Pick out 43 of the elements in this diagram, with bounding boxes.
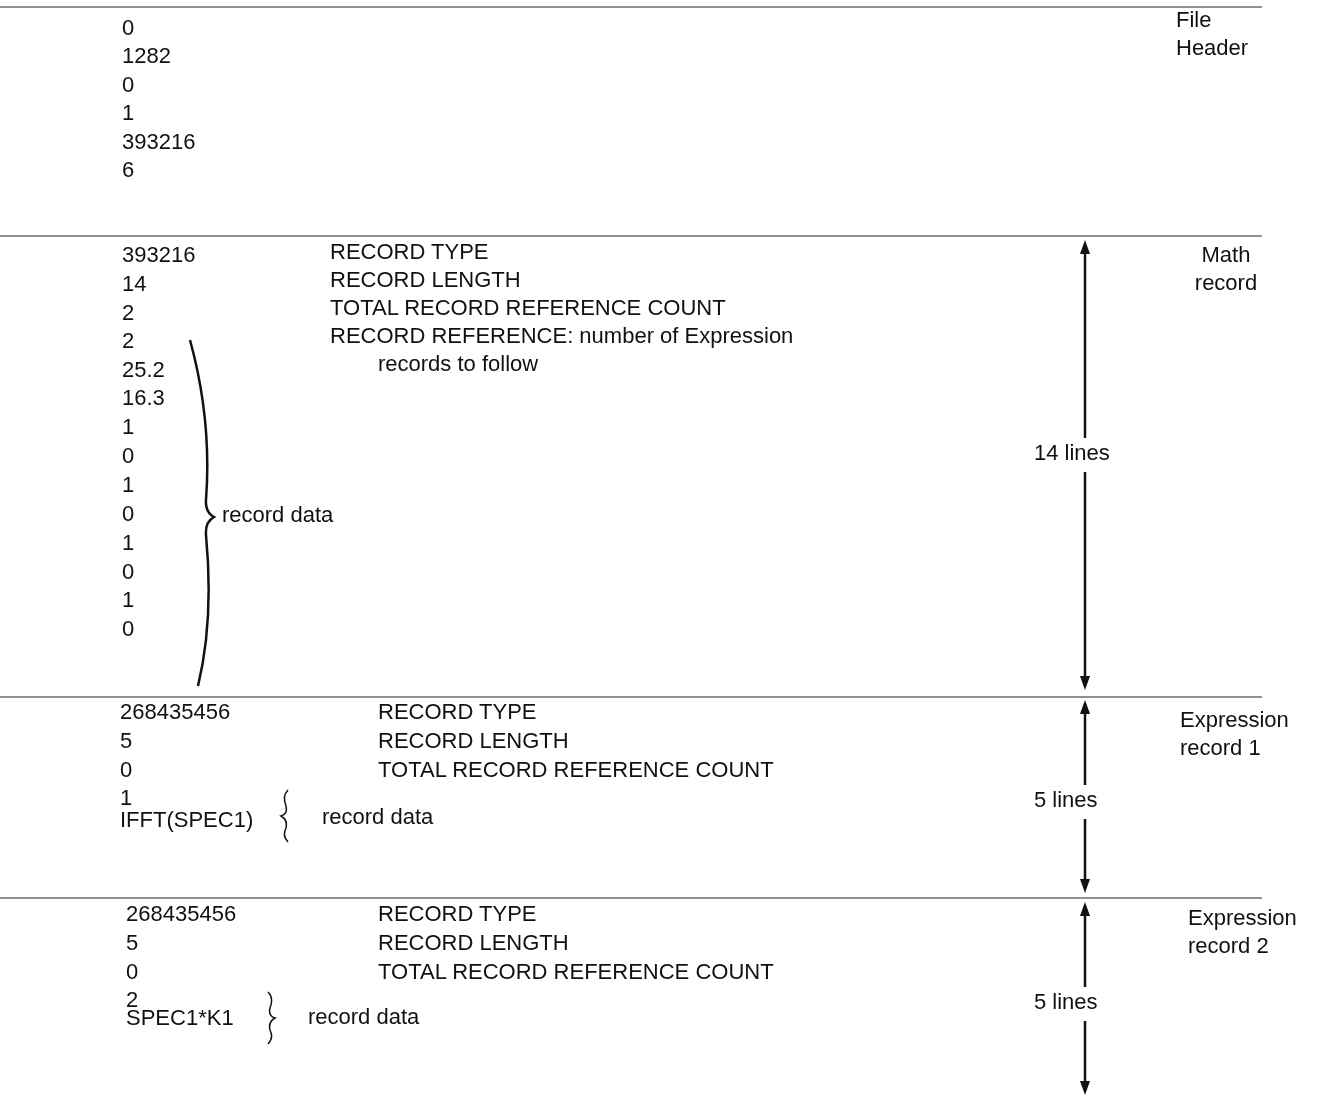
record-label: Math record: [1193, 241, 1259, 297]
field-description: RECORD LENGTH: [330, 266, 521, 294]
field-value: 14: [122, 270, 147, 298]
field-value: 0: [122, 442, 135, 470]
field-description: TOTAL RECORD REFERENCE COUNT: [330, 294, 726, 322]
field-value: 1: [122, 413, 135, 441]
field-value: 0: [122, 500, 135, 528]
field-value: 268435456: [120, 698, 231, 726]
field-value: 393216: [122, 128, 196, 156]
field-value: 0: [122, 14, 135, 42]
field-value: 0: [122, 558, 135, 586]
field-value: 1: [122, 586, 135, 614]
field-description: TOTAL RECORD REFERENCE COUNT: [378, 958, 774, 986]
field-value: 1: [122, 471, 135, 499]
field-description: RECORD LENGTH: [378, 929, 569, 957]
field-description: RECORD TYPE: [378, 900, 537, 928]
field-value: 5: [120, 727, 133, 755]
field-value: 25.2: [122, 356, 165, 384]
field-value: 0: [126, 958, 139, 986]
field-value: 393216: [122, 241, 196, 269]
field-value: 0: [122, 615, 135, 643]
field-value: 5: [126, 929, 139, 957]
brace-label: record data: [222, 501, 334, 529]
record-label: Expression record 2: [1188, 904, 1298, 960]
field-description: TOTAL RECORD REFERENCE COUNT: [378, 756, 774, 784]
field-value: 1: [122, 99, 135, 127]
field-value: 0: [122, 71, 135, 99]
field-description: RECORD TYPE: [378, 698, 537, 726]
field-value: 6: [122, 156, 135, 184]
brace-label: record data: [322, 803, 434, 831]
field-description: RECORD LENGTH: [378, 727, 569, 755]
field-description: RECORD TYPE: [330, 238, 489, 266]
field-value: 16.3: [122, 384, 165, 412]
field-value: 2: [122, 327, 135, 355]
brace-label: record data: [308, 1003, 420, 1031]
record-label: Expression record 1: [1180, 706, 1290, 762]
field-value: 1282: [122, 42, 171, 70]
field-value: 268435456: [126, 900, 237, 928]
field-value: 0: [120, 756, 133, 784]
field-description: RECORD REFERENCE: number of Expression records to follow: [330, 322, 795, 378]
field-value: 2: [122, 299, 135, 327]
record-label: File Header: [1176, 6, 1250, 62]
field-value: 1: [122, 529, 135, 557]
